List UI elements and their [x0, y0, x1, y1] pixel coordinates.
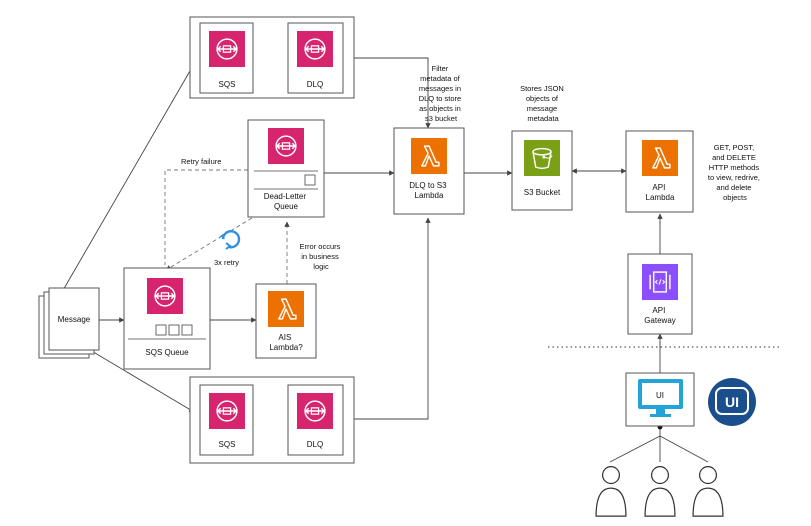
api-lambda-label: API Lambda — [646, 183, 675, 202]
arrow-message-to-bottom-group — [89, 349, 195, 413]
error-annotation-line2: in business — [301, 252, 339, 261]
api-gateway-label-line2: Gateway — [644, 316, 676, 325]
arrow-message-to-top-group — [61, 63, 195, 293]
message-stack: Message — [38, 287, 100, 359]
user-icon-1 — [595, 466, 627, 517]
user-icon-2 — [644, 466, 676, 517]
api-gateway-label: API Gateway — [644, 306, 676, 325]
user-icon-3 — [692, 466, 724, 517]
ui-label: UI — [656, 391, 664, 400]
sqs-queue-slot-2 — [168, 324, 180, 336]
filter-annotation-line6: s3 bucket — [425, 114, 458, 123]
api-gateway: API Gateway — [627, 253, 693, 335]
ais-lambda-label-line2: Lambda? — [269, 343, 303, 352]
connectors — [61, 55, 780, 463]
filter-annotation-line4: DLQ to store — [419, 94, 462, 103]
sqs-queue-label: SQS Queue — [145, 348, 189, 357]
api-lambda-label-line1: API — [652, 183, 665, 192]
arrow-bottom-group-to-lambda — [354, 217, 431, 420]
users — [595, 466, 724, 517]
retry-failure-annotation: Retry failure — [181, 157, 221, 166]
ui-node: UI — [625, 372, 695, 427]
dlq-to-s3-lambda-label-line1: DLQ to S3 — [409, 181, 447, 190]
dashed-3x-retry — [165, 217, 253, 271]
methods-annotation-line2: and DELETE — [712, 153, 756, 162]
bottom-sqs-label: SQS — [219, 440, 236, 449]
bottom-queue-group: SQS DLQ — [189, 376, 355, 464]
top-queue-group: SQS DLQ — [189, 16, 355, 99]
filter-annotation: Filter metadata of messages in DLQ to st… — [419, 64, 464, 123]
ais-lambda-label-line1: AIS — [278, 333, 291, 342]
ui-badge: UI — [708, 378, 756, 426]
api-lambda: API Lambda — [625, 130, 694, 213]
stores-annotation-line1: Stores JSON — [520, 84, 564, 93]
arrow-top-group-to-lambda — [354, 57, 431, 129]
bottom-dlq-label: DLQ — [307, 440, 323, 449]
stores-annotation-line2: objects of — [526, 94, 559, 103]
dashed-retry-failure — [164, 169, 248, 265]
error-annotation: Error occurs in business logic — [300, 242, 343, 271]
filter-annotation-line3: messages in — [419, 84, 461, 93]
methods-annotation-line6: objects — [723, 193, 747, 202]
filter-annotation-line5: as objects in — [419, 104, 461, 113]
dlq-to-s3-lambda-label-line2: Lambda — [415, 191, 444, 200]
dlq-to-s3-lambda: DLQ to S3 Lambda — [393, 127, 465, 215]
api-lambda-label-line2: Lambda — [646, 193, 675, 202]
methods-annotation-line3: HTTP methods — [709, 163, 760, 172]
methods-annotation-line1: GET, POST, — [714, 143, 754, 152]
retry-cycle-icon — [219, 230, 241, 250]
message-label: Message — [58, 315, 91, 324]
stores-annotation: Stores JSON objects of message metadata — [520, 84, 566, 123]
message-card-front — [48, 287, 100, 351]
methods-annotation-line4: to view, redrive, — [708, 173, 760, 182]
dlq-to-s3-lambda-label: DLQ to S3 Lambda — [409, 181, 449, 200]
dead-letter-label-line1: Dead-Letter — [264, 192, 307, 201]
ui-user-tree — [609, 426, 709, 463]
sqs-queue: SQS Queue — [123, 267, 211, 370]
methods-annotation-line5: and delete — [716, 183, 751, 192]
api-gateway-label-line1: API — [652, 306, 665, 315]
s3-bucket: S3 Bucket — [511, 130, 573, 211]
filter-annotation-line1: Filter — [432, 64, 449, 73]
error-annotation-line3: logic — [313, 262, 329, 271]
sqs-queue-slot-3 — [181, 324, 193, 336]
filter-annotation-line2: metadata of — [420, 74, 461, 83]
methods-annotation: GET, POST, and DELETE HTTP methods to vi… — [708, 143, 762, 202]
ais-lambda: AIS Lambda? — [255, 283, 317, 359]
ais-lambda-label: AIS Lambda? — [269, 333, 303, 352]
three-x-retry-annotation: 3x retry — [214, 258, 239, 267]
dead-letter-label: Dead-Letter Queue — [264, 192, 308, 211]
top-dlq-label: DLQ — [307, 80, 323, 89]
s3-bucket-label: S3 Bucket — [524, 188, 561, 197]
dead-letter-queue: Dead-Letter Queue — [247, 119, 325, 218]
error-annotation-line1: Error occurs — [300, 242, 341, 251]
dead-letter-slot — [304, 174, 316, 186]
s3-bucket-icon — [524, 140, 560, 176]
top-sqs-label: SQS — [219, 80, 236, 89]
stores-annotation-line3: message — [527, 104, 557, 113]
dead-letter-label-line2: Queue — [274, 202, 299, 211]
ui-badge-text: UI — [725, 394, 739, 410]
sqs-queue-slot-1 — [155, 324, 167, 336]
stores-annotation-line4: metadata — [527, 114, 559, 123]
